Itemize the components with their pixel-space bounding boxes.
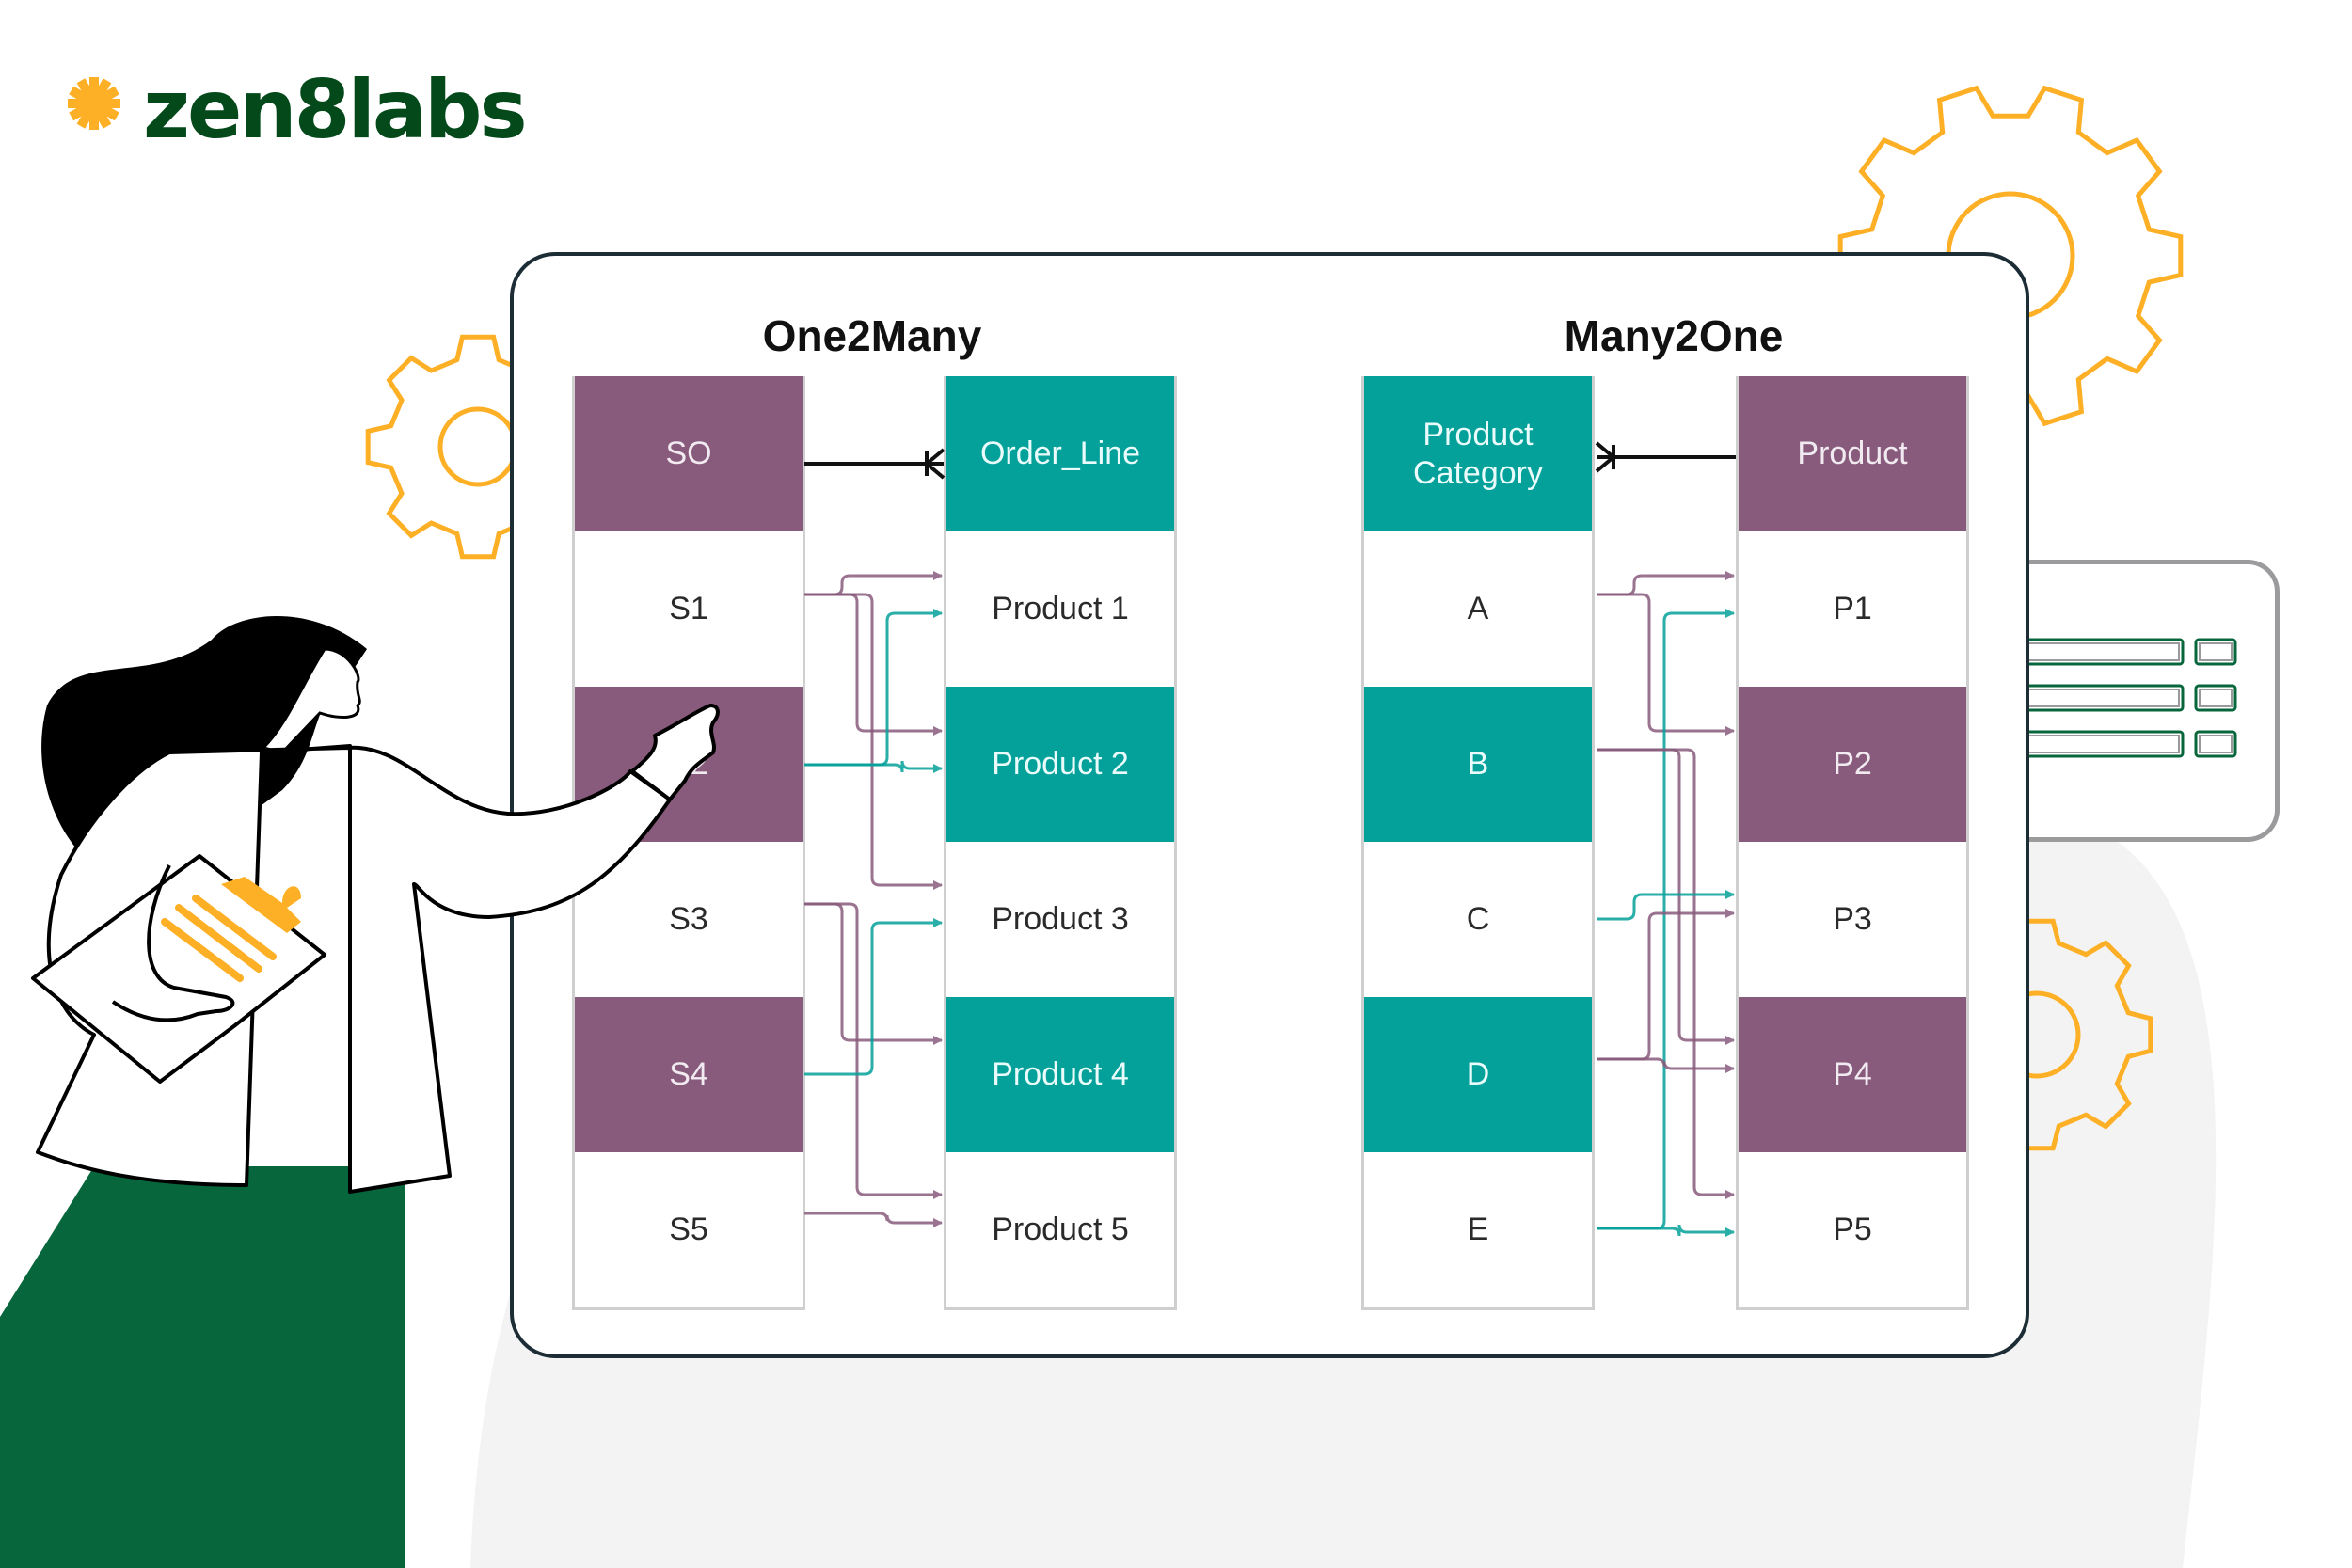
table-row: P1: [1833, 591, 1872, 626]
table-row: A: [1467, 591, 1489, 626]
table-row: P5: [1833, 1212, 1872, 1247]
form-window-illustration: [2023, 560, 2280, 842]
clipboard-icon: [31, 854, 326, 1084]
form-fields-icon: [2023, 638, 2237, 758]
table-row: Product 4: [946, 997, 1174, 1152]
table-row: S5: [669, 1212, 708, 1247]
product-category-table: Product Category A B C D E: [1361, 376, 1595, 1310]
table-row: S3: [669, 901, 708, 937]
face: [261, 647, 361, 754]
table-row: Product 2: [946, 687, 1174, 842]
person-illustration: [0, 616, 720, 1568]
table-row: D: [1364, 997, 1592, 1152]
asterisk-icon: [68, 77, 120, 130]
table-header: Product Category: [1364, 376, 1592, 531]
table-header: SO: [575, 376, 803, 531]
table-row: B: [1364, 687, 1592, 842]
table-header: Order_Line: [946, 376, 1174, 531]
table-row: P3: [1833, 901, 1872, 937]
table-header: Product: [1739, 376, 1966, 531]
table-row: E: [1467, 1212, 1489, 1247]
pants: [0, 1166, 405, 1568]
table-row: P2: [1739, 687, 1966, 842]
table-row: P4: [1739, 997, 1966, 1152]
brand-name: zen8labs: [143, 63, 528, 157]
many2one-title: Many2One: [1564, 311, 1784, 360]
pants-highlight: [257, 1049, 321, 1097]
one2many-title: One2Many: [762, 311, 982, 360]
pointing-hand: [630, 704, 720, 801]
table-row: C: [1466, 901, 1490, 937]
table-row: S4: [575, 997, 803, 1152]
order-line-table: Order_Line Product 1 Product 2 Product 3…: [944, 376, 1177, 1310]
table-row: Product 5: [992, 1212, 1129, 1247]
table-row: Product 1: [992, 591, 1129, 626]
table-row: S1: [669, 591, 708, 626]
product-table: Product P1 P2 P3 P4 P5: [1736, 376, 1969, 1310]
gear-hole: [437, 406, 518, 487]
holding-arm: [111, 864, 235, 1022]
table-row: Product 3: [992, 901, 1129, 937]
brand-logo[interactable]: zen8labs: [66, 58, 528, 162]
